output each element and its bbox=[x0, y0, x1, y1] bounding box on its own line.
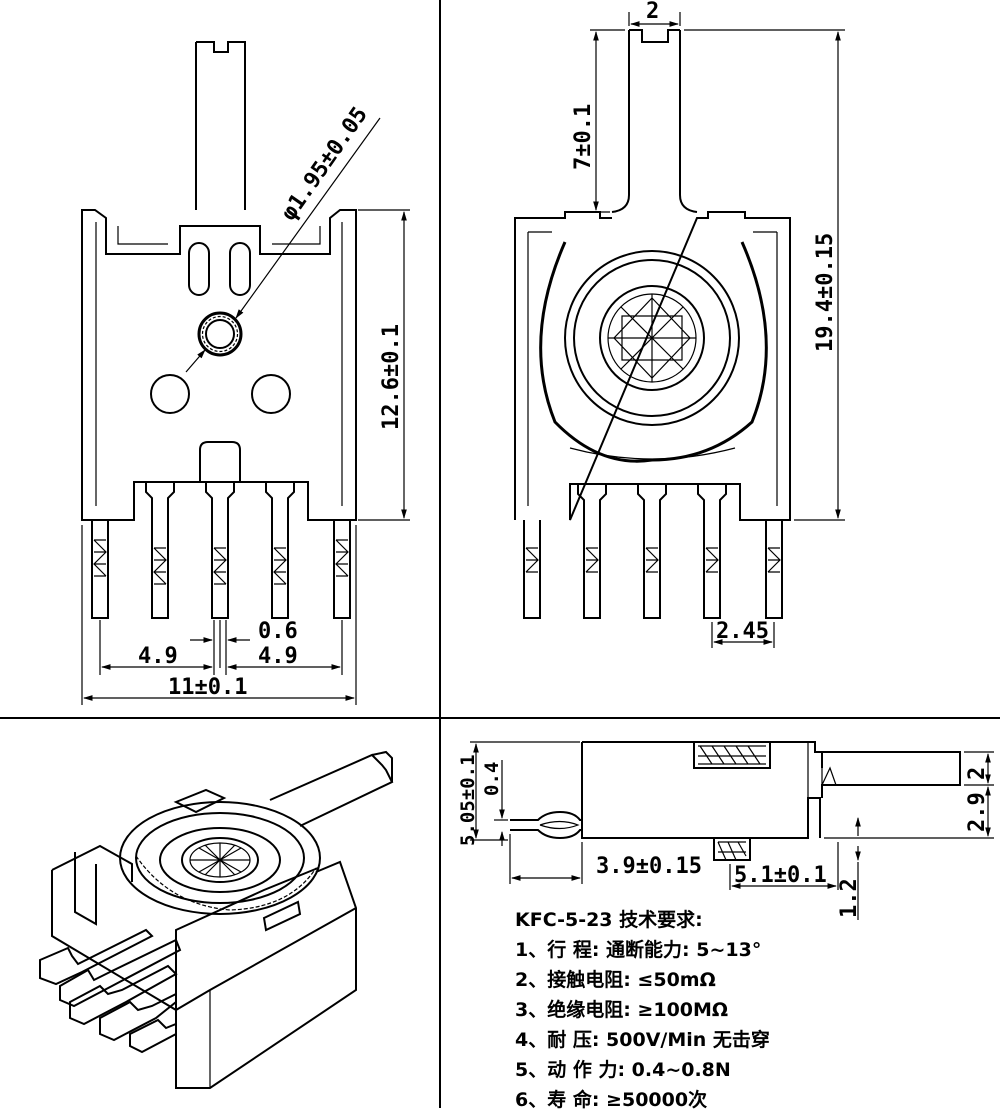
technical-requirements: KFC-5-23 技术要求: 1、行 程: 通断能力: 5~13° 2、接触电阻… bbox=[515, 905, 995, 1115]
dim-height-12-6: 12.6±0.1 bbox=[379, 324, 404, 430]
dim-diameter: φ1.95±0.05 bbox=[276, 103, 372, 226]
front-pins bbox=[91, 482, 351, 619]
side-view bbox=[514, 12, 845, 648]
side-pins bbox=[523, 484, 783, 619]
spec-item: 4、耐 压: 500V/Min 无击穿 bbox=[515, 1029, 770, 1051]
dim-gap: 0.6 bbox=[258, 619, 298, 644]
dim-shaft-length: 7±0.1 bbox=[571, 104, 596, 170]
spec-item: 1、行 程: 通断能力: 5~13° bbox=[515, 939, 762, 961]
dim-small-depth: 0.4 bbox=[481, 762, 503, 796]
dim-right-half: 4.9 bbox=[258, 644, 298, 669]
spec-item: 5、动 作 力: 0.4~0.8N bbox=[515, 1059, 731, 1081]
spec-title: KFC-5-23 技术要求: bbox=[515, 909, 703, 931]
dim-tab-pos: 5.1±0.1 bbox=[734, 863, 827, 888]
front-view bbox=[81, 41, 410, 705]
dim-pin-len: 1.2 bbox=[837, 878, 862, 918]
dim-left-half: 4.9 bbox=[138, 644, 178, 669]
dim-total-height: 19.4±0.15 bbox=[813, 233, 838, 352]
isometric-view bbox=[39, 750, 394, 1089]
iso-leads bbox=[39, 928, 182, 1054]
dim-shaft-width: 2 bbox=[646, 0, 659, 24]
dim-total-depth: 5.05±0.1 bbox=[457, 754, 479, 846]
spec-item: 6、寿 命: ≥50000次 bbox=[515, 1089, 708, 1111]
dim-step-top: 2 bbox=[965, 767, 990, 780]
dim-shaft-offset: 3.9±0.15 bbox=[596, 854, 702, 879]
spec-item: 3、绝缘电阻: ≥100MΩ bbox=[515, 999, 729, 1021]
dim-step-bottom: 2.9 bbox=[965, 792, 990, 832]
iso-star bbox=[190, 843, 250, 877]
star-pattern bbox=[608, 294, 696, 382]
bottom-view bbox=[470, 741, 994, 920]
spec-item: 2、接触电阻: ≤50mΩ bbox=[515, 969, 716, 991]
dim-width: 11±0.1 bbox=[168, 675, 247, 700]
dim-pin-pitch: 2.45 bbox=[716, 619, 769, 644]
